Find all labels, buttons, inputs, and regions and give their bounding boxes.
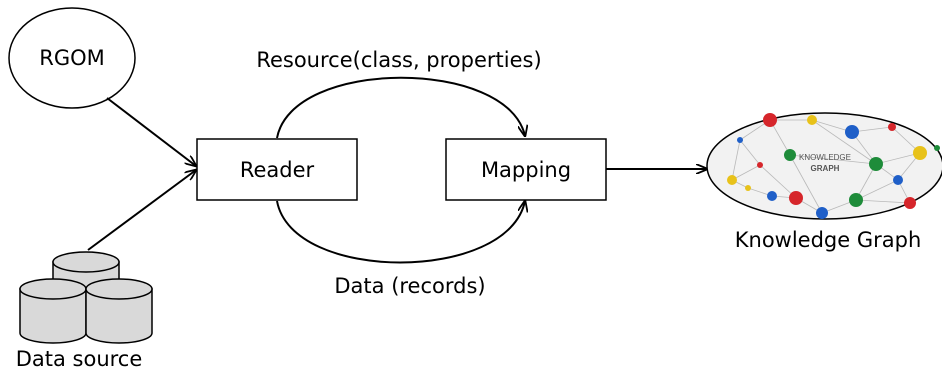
mapping-node: Mapping [445,138,607,201]
rgom-label: RGOM [39,46,105,70]
reader-node: Reader [196,138,358,201]
kg-image-title-line1: KNOWLEDGE [799,153,851,162]
data-source-label: Data source [16,347,143,371]
reader-label: Reader [240,158,315,182]
bottom-arc-label: Data (records) [334,274,485,298]
graph-nodes [727,113,940,219]
top-arc-label: Resource(class, properties) [256,48,541,72]
rgom-ellipse [8,7,136,109]
kg-image-title-line2: GRAPH [811,164,840,173]
rgom-to-reader-arrow [106,97,196,166]
bottom-arc-arrow [276,201,525,264]
database-cylinder-left [19,278,87,344]
reader-box [196,138,358,201]
knowledge-graph-image: KNOWLEDGE GRAPH [706,112,942,220]
top-arc-arrow [276,76,525,139]
mapping-box [445,138,607,201]
mapping-label: Mapping [481,158,571,182]
knowledge-graph-ellipse [706,112,942,220]
data-source-icon [19,251,153,344]
database-cylinder-right [85,278,153,344]
knowledge-graph-label: Knowledge Graph [735,228,922,252]
datasource-to-reader-arrow [87,170,196,251]
rgom-node: RGOM [8,7,136,109]
